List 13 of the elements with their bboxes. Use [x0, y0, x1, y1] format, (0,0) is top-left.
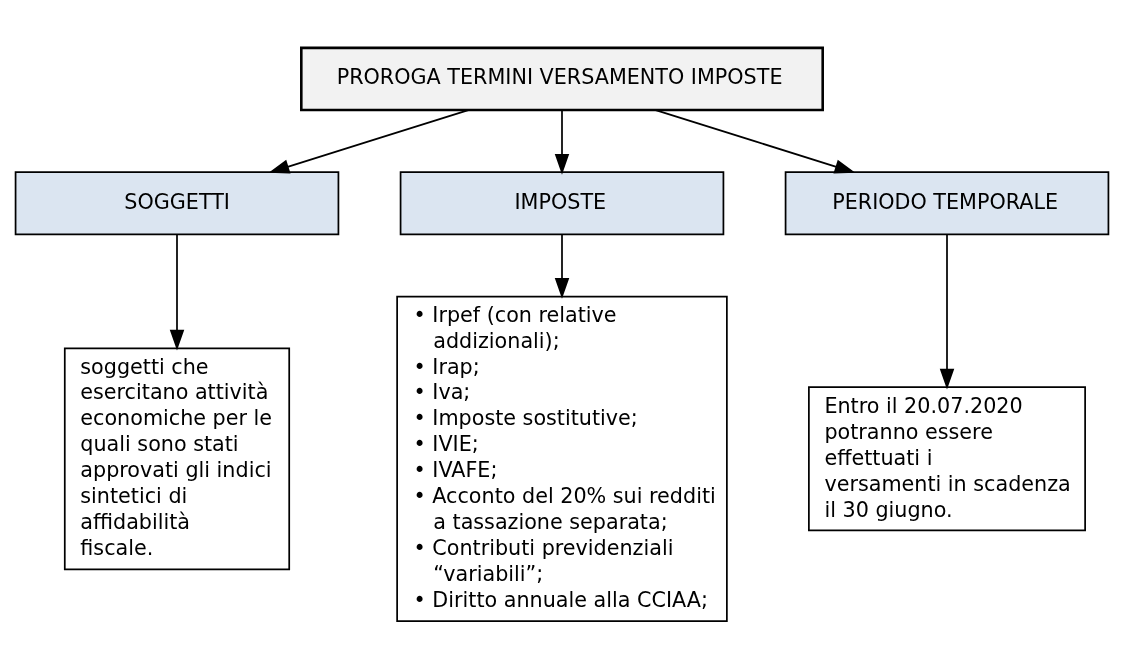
node-box: Entro il 20.07.2020 potranno essere effettuati i versamenti in scadenza il 30 giugno. [808, 385, 1086, 531]
node-box: soggetti che esercitano attività economiche per le quali sono stati approvati gli indici sintetici di affidabilità fiscale. [63, 346, 291, 570]
arrow [654, 108, 856, 173]
arrow [939, 233, 955, 390]
arrow [554, 109, 570, 175]
arrow [554, 233, 570, 299]
arrow [268, 108, 470, 173]
node-box: PROROGA TERMINI VERSAMENTO IMPOSTE [300, 46, 824, 111]
node-box: • Irpef (con relative addizionali); • Irap; • Iva; • Imposte sostitutive; • IVIE; • IVAFE; • Acconto del 20% sui redditi a tassazione separata; • Contributi previdenziali “variabili”; • Diritto annuale alla CCIAA; [396, 295, 728, 622]
node-box: IMPOSTE [399, 170, 725, 235]
node-box: SOGGETTI [14, 170, 340, 235]
arrow [169, 233, 185, 351]
node-box: PERIODO TEMPORALE [784, 170, 1110, 235]
